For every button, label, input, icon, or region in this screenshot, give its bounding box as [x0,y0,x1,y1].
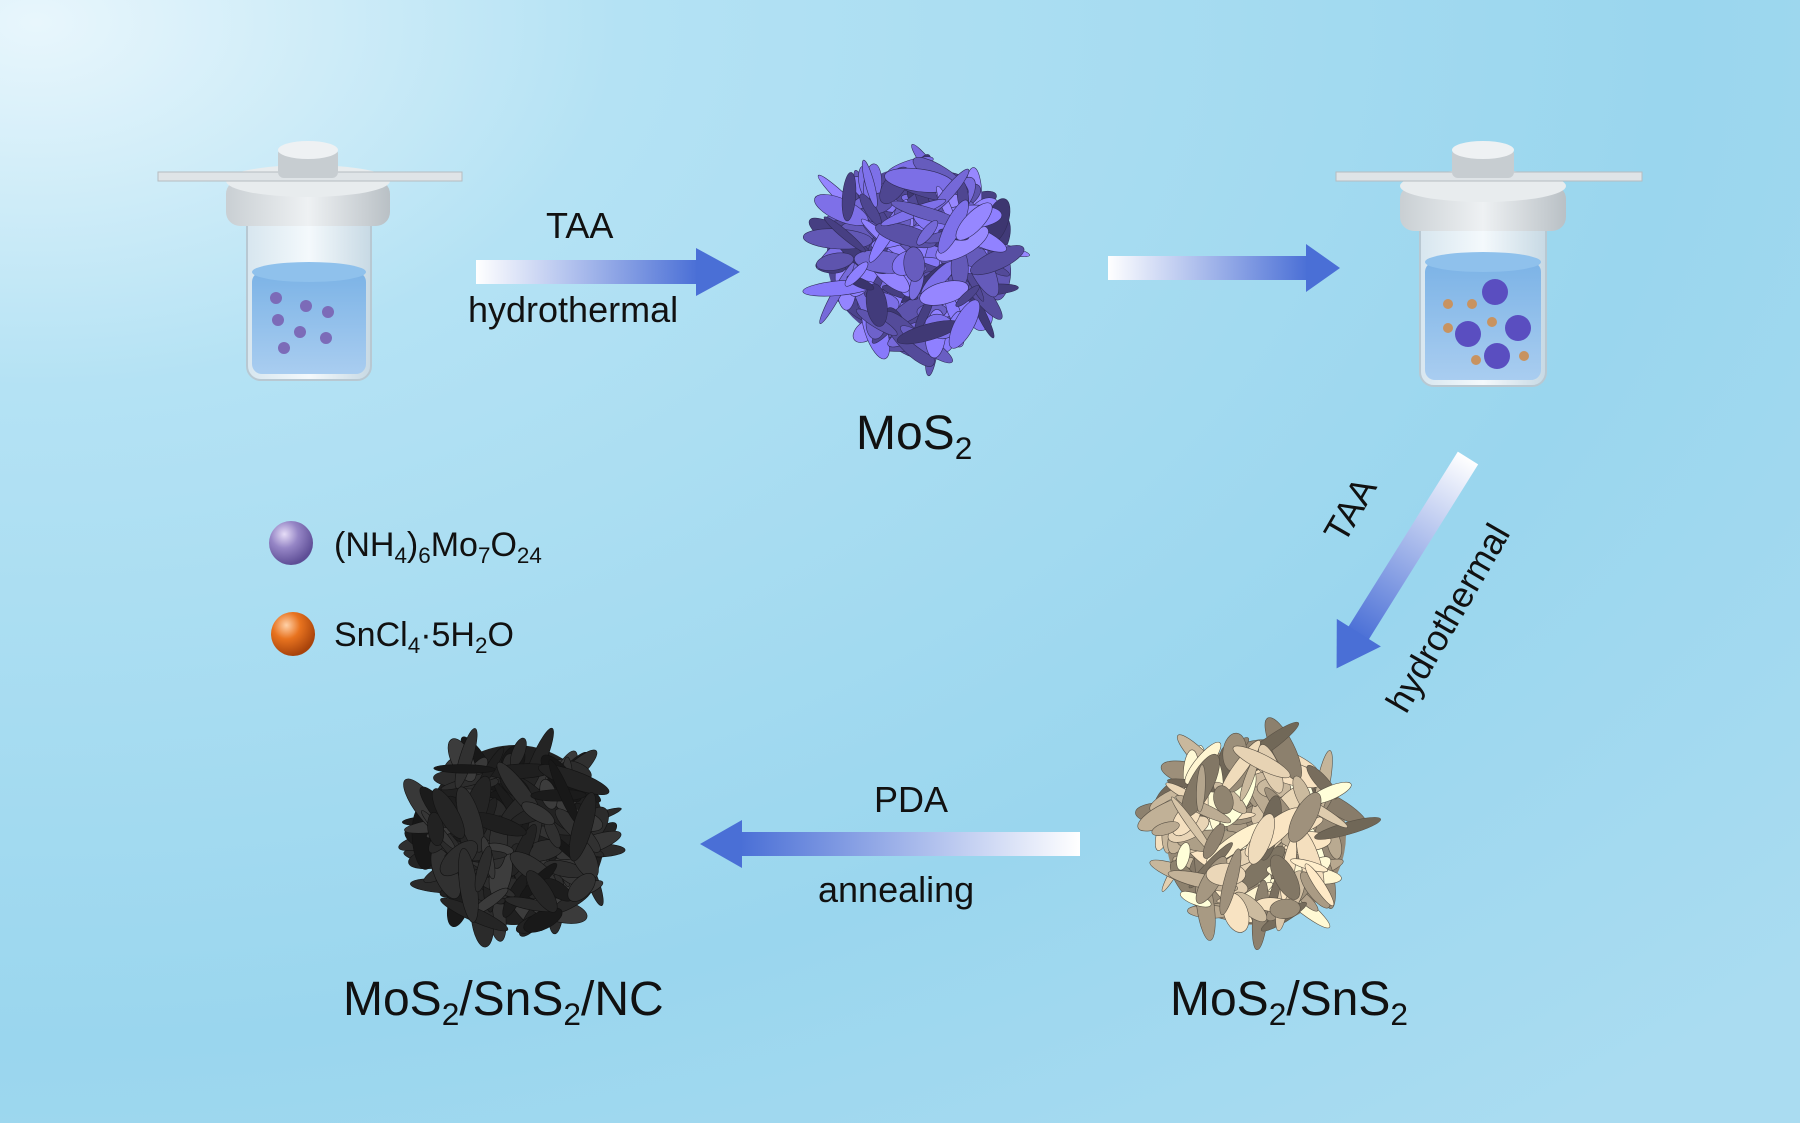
legend-ammonium-molybdate-label: (NH4)6Mo7O24 [334,526,542,569]
legend-tin-chloride-label: SnCl4·5H2O [334,616,514,659]
arrow-step2 [1108,244,1340,292]
final-product-label: MoS2/SnS2/NC [343,973,664,1033]
step1-top-label: TAA [546,205,614,246]
arrow-step3 [1336,451,1479,669]
mos2-label: MoS2 [856,407,973,467]
arrow-step1 [476,248,740,296]
legend-orange-ball-icon [271,612,315,656]
mos2-nanoflower-icon [802,143,1030,377]
mos2-sns2-nanoflower-icon [1135,717,1381,951]
step1-bottom-label: hydrothermal [468,289,679,330]
step4-bottom-label: annealing [818,869,975,910]
legend-purple-ball-icon [269,521,313,565]
autoclave-with-purple-precursor-icon [157,141,463,381]
autoclave-with-mos2-and-tin-precursor-icon [1335,141,1643,387]
mos2-sns2-label: MoS2/SnS2 [1170,973,1409,1033]
mos2-sns2-nc-nanoflower-icon [398,727,626,948]
step4-top-label: PDA [874,779,949,820]
arrow-step4 [700,820,1080,868]
